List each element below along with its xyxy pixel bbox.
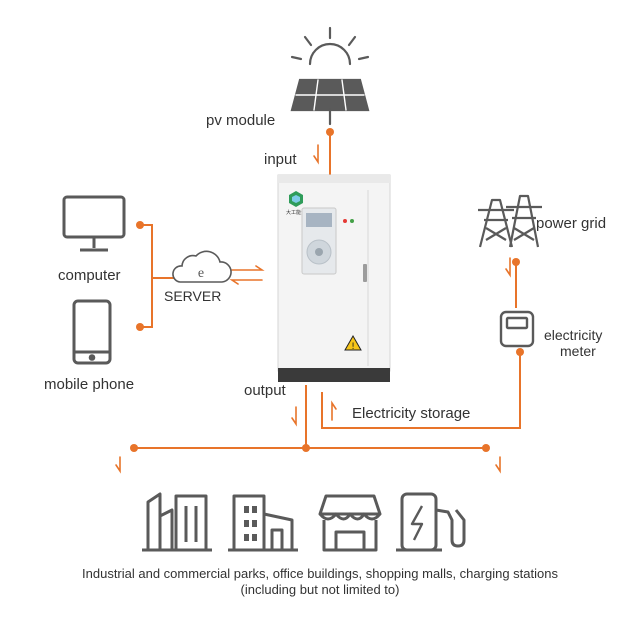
electricity-storage-label: Electricity storage xyxy=(352,405,471,422)
electricity-meter-label-line1: electricity xyxy=(544,327,603,343)
power-grid-icon xyxy=(478,194,542,248)
flow-arrows xyxy=(115,144,511,474)
electricity-meter-label-line2: meter xyxy=(560,343,596,359)
bus-left-arrow-icon xyxy=(115,456,121,474)
energy-storage-cabinet: 大工能源 ! xyxy=(277,174,391,382)
bus-left-dot xyxy=(130,444,138,452)
computer-label: computer xyxy=(58,267,121,284)
cabinet-logo: 大工能源 xyxy=(286,191,306,216)
computer-icon xyxy=(62,195,126,252)
device-bracket-line xyxy=(140,224,153,328)
input-label: input xyxy=(264,151,297,168)
storage-return-line xyxy=(321,352,521,429)
svg-text:!: ! xyxy=(351,342,355,352)
applications-caption-line2: (including but not limited to) xyxy=(240,582,400,597)
grid-arrow-icon xyxy=(505,257,511,278)
charging-station-icon xyxy=(396,492,466,552)
storage-arrow-icon xyxy=(331,400,337,421)
cabinet-logo-text: 大工能源 xyxy=(286,209,306,216)
power-grid-label: power grid xyxy=(536,215,607,232)
shopping-mall-icon xyxy=(318,494,382,552)
mobile-phone-label: mobile phone xyxy=(44,376,135,393)
output-arrow-icon xyxy=(291,406,297,427)
pv-dot xyxy=(326,128,334,136)
pv-module-icon xyxy=(290,26,370,126)
office-building-icon xyxy=(228,494,298,552)
bus-right-dot xyxy=(482,444,490,452)
server-exchange-left-icon xyxy=(229,279,263,285)
output-label: output xyxy=(244,382,286,399)
output-dot xyxy=(302,444,310,452)
pv-module-label: pv module xyxy=(206,112,276,129)
meter-dot xyxy=(516,348,524,356)
electricity-meter-icon xyxy=(499,310,535,348)
cloud-server-icon: e xyxy=(172,250,232,283)
grid-dot xyxy=(512,258,520,266)
bus-right-arrow-icon xyxy=(495,456,501,474)
industrial-park-icon xyxy=(142,492,212,552)
input-arrow-icon xyxy=(313,144,319,165)
mobile-phone-icon xyxy=(72,299,112,365)
cloud-letter: e xyxy=(198,266,204,281)
server-label: SERVER xyxy=(164,288,222,304)
connection-dots xyxy=(130,128,524,452)
computer-dot xyxy=(136,221,144,229)
applications-caption-line1: Industrial and commercial parks, office … xyxy=(82,566,558,581)
server-exchange-right-icon xyxy=(231,265,265,271)
phone-dot xyxy=(136,323,144,331)
